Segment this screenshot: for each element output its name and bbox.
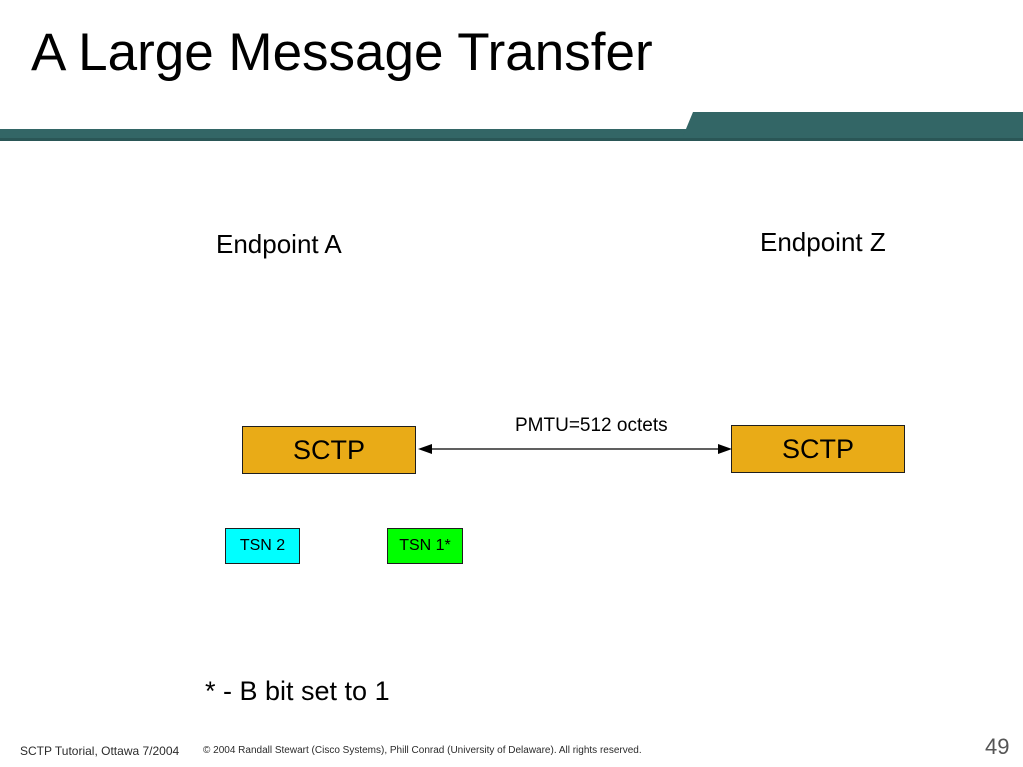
footer-copyright: © 2004 Randall Stewart (Cisco Systems), … <box>203 745 642 756</box>
slide-title: A Large Message Transfer <box>31 23 653 82</box>
title-band <box>0 112 1023 141</box>
footer-tutorial: SCTP Tutorial, Ottawa 7/2004 <box>20 744 180 758</box>
endpoint-z-label: Endpoint Z <box>760 227 886 257</box>
b-bit-note: * - B bit set to 1 <box>205 676 390 706</box>
title-band-thick <box>681 112 1023 141</box>
tsn-2-box: TSN 2 <box>225 528 300 564</box>
tsn-1-box: TSN 1* <box>387 528 463 564</box>
tsn-1-label: TSN 1* <box>399 537 451 554</box>
title-band-shadow <box>0 138 1023 141</box>
tsn-2-label: TSN 2 <box>239 537 286 554</box>
page-number: 49 <box>985 734 1010 759</box>
sctp-box-z: SCTP <box>731 425 905 473</box>
endpoint-a-label: Endpoint A <box>216 229 342 259</box>
sctp-box-a: SCTP <box>242 426 416 474</box>
arrowhead-right <box>718 444 732 454</box>
sctp-box-a-label: SCTP <box>292 434 365 465</box>
sctp-box-z-label: SCTP <box>781 433 854 464</box>
title-band-thin <box>0 129 1023 138</box>
arrowhead-left <box>418 444 432 454</box>
pmtu-label: PMTU=512 octets <box>515 415 668 436</box>
